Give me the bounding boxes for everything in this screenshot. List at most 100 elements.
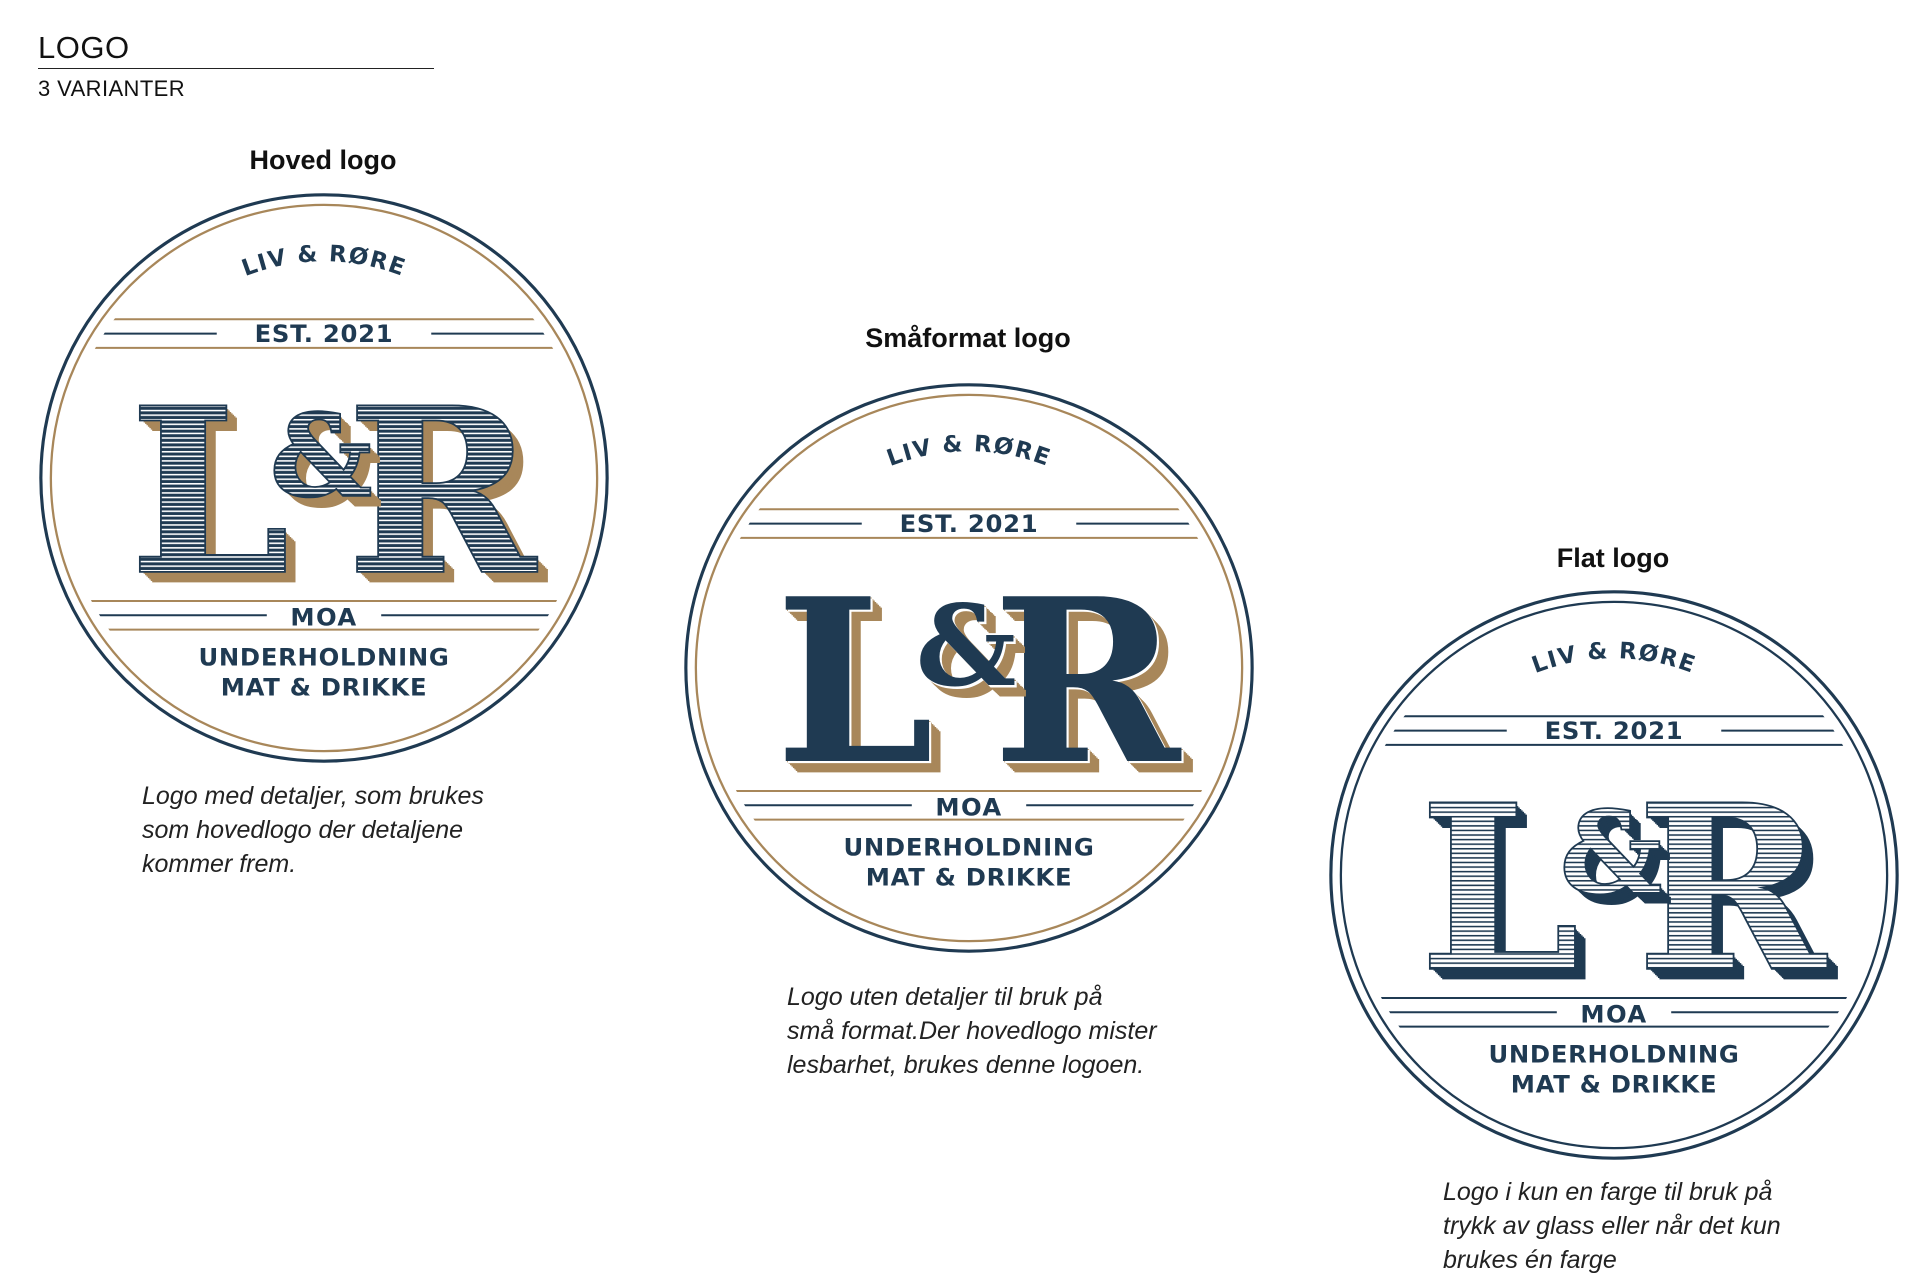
svg-text:L: L bbox=[130, 360, 289, 625]
svg-text:L: L bbox=[134, 364, 293, 629]
svg-text:&: & bbox=[923, 588, 1024, 719]
svg-text:&: & bbox=[1565, 792, 1666, 923]
inner-ring bbox=[1339, 600, 1889, 1150]
svg-text:R: R bbox=[352, 364, 542, 629]
svg-text:R: R bbox=[1640, 760, 1830, 1025]
logo-est-text: EST. 2021 bbox=[900, 509, 1039, 538]
svg-text:L: L bbox=[1426, 763, 1585, 1028]
logo-place-text: MOA bbox=[290, 602, 357, 631]
logo-est-text: EST. 2021 bbox=[1545, 716, 1684, 745]
svg-text:L: L bbox=[784, 559, 943, 824]
svg-text:R: R bbox=[992, 550, 1182, 815]
variant-title: Flat logo bbox=[1556, 543, 1670, 573]
svg-text:&: & bbox=[281, 401, 382, 532]
svg-text:&: & bbox=[919, 584, 1020, 715]
svg-text:R: R bbox=[1002, 560, 1192, 825]
logo-line2-text: MAT & DRIKKE bbox=[221, 672, 428, 701]
svg-text:L: L bbox=[1432, 768, 1591, 1033]
svg-text:&: & bbox=[272, 393, 373, 524]
logo-line1-text: UNDERHOLDNING bbox=[843, 832, 1094, 861]
svg-text:L: L bbox=[1422, 758, 1581, 1023]
svg-text:R: R bbox=[1001, 559, 1191, 824]
svg-text:&: & bbox=[922, 587, 1023, 718]
description-line: Logo uten detaljer til bruk på bbox=[787, 983, 1103, 1011]
svg-text:R: R bbox=[1000, 557, 1190, 822]
page-subtitle: 3 VARIANTER bbox=[38, 76, 186, 101]
svg-text:L: L bbox=[782, 557, 941, 822]
description-line: lesbarhet, brukes denne logoen. bbox=[787, 1051, 1145, 1079]
svg-text:R: R bbox=[998, 556, 1188, 821]
svg-text:R: R bbox=[1646, 766, 1836, 1031]
description-line: Logo med detaljer, som brukes bbox=[142, 782, 484, 810]
svg-text:L: L bbox=[787, 561, 946, 826]
variant-title: Småformat logo bbox=[865, 323, 1071, 353]
page-title: LOGO bbox=[38, 30, 130, 65]
svg-text:R: R bbox=[1637, 757, 1827, 1022]
svg-text:L: L bbox=[777, 551, 936, 816]
svg-text:&: & bbox=[279, 400, 380, 531]
outer-ring bbox=[1329, 590, 1899, 1160]
logo-place-text: MOA bbox=[1580, 999, 1647, 1028]
svg-text:R: R bbox=[353, 366, 543, 631]
svg-text:R: R bbox=[1643, 763, 1833, 1028]
svg-text:L: L bbox=[132, 361, 291, 626]
variant-title: Hoved logo bbox=[249, 145, 397, 175]
svg-text:&: & bbox=[282, 403, 383, 534]
svg-text:L: L bbox=[775, 550, 934, 815]
svg-text:&: & bbox=[275, 395, 376, 526]
svg-text:L: L bbox=[1423, 760, 1582, 1025]
svg-text:&: & bbox=[927, 593, 1028, 724]
svg-text:L: L bbox=[137, 367, 296, 632]
logo-line2-text: MAT & DRIKKE bbox=[1511, 1069, 1718, 1098]
svg-text:R: R bbox=[349, 361, 539, 626]
svg-text:R: R bbox=[1004, 561, 1194, 826]
svg-text:&: & bbox=[1568, 795, 1669, 926]
description-line: brukes én farge bbox=[1443, 1246, 1617, 1274]
svg-text:L: L bbox=[778, 553, 937, 818]
svg-text:L: L bbox=[1430, 767, 1589, 1032]
monogram-ampersand: &&&&&&&&& bbox=[269, 389, 383, 534]
variant-description: Logo uten detaljer til bruk på små forma… bbox=[787, 980, 1157, 1082]
svg-text:L: L bbox=[785, 560, 944, 825]
svg-text:L: L bbox=[136, 366, 295, 631]
svg-text:&: & bbox=[924, 590, 1025, 721]
svg-text:R: R bbox=[1649, 768, 1839, 1033]
svg-text:L: L bbox=[1424, 761, 1583, 1026]
svg-text:&: & bbox=[1567, 794, 1668, 925]
header-divider bbox=[38, 68, 434, 69]
monogram-ampersand: &&&&&&&&& bbox=[1559, 786, 1673, 931]
svg-text:&: & bbox=[1564, 791, 1665, 922]
svg-text:R: R bbox=[997, 554, 1187, 819]
svg-text:&: & bbox=[277, 397, 378, 528]
svg-text:&: & bbox=[1569, 797, 1670, 928]
svg-text:R: R bbox=[1645, 764, 1835, 1029]
svg-text:&: & bbox=[271, 391, 372, 522]
svg-text:&: & bbox=[278, 398, 379, 529]
svg-text:R: R bbox=[347, 360, 537, 625]
svg-text:&: & bbox=[916, 581, 1017, 712]
svg-text:R: R bbox=[994, 551, 1184, 816]
variant-description: Logo med detaljer, som brukes som hovedl… bbox=[142, 779, 484, 881]
svg-text:&: & bbox=[918, 583, 1019, 714]
svg-text:L: L bbox=[1420, 757, 1579, 1022]
svg-text:R: R bbox=[359, 371, 549, 636]
svg-text:L: L bbox=[140, 370, 299, 635]
logo-est-text: EST. 2021 bbox=[255, 319, 394, 348]
description-line: som hovedlogo der detaljene bbox=[142, 816, 464, 844]
svg-text:&: & bbox=[1572, 800, 1673, 931]
svg-text:&: & bbox=[1571, 798, 1672, 929]
svg-text:R: R bbox=[1639, 758, 1829, 1023]
logo-place-text: MOA bbox=[935, 792, 1002, 821]
svg-text:&: & bbox=[1561, 788, 1662, 919]
svg-text:R: R bbox=[357, 370, 547, 635]
description-line: små format.Der hovedlogo mister bbox=[787, 1017, 1157, 1045]
logo-line1-text: UNDERHOLDNING bbox=[198, 642, 449, 671]
